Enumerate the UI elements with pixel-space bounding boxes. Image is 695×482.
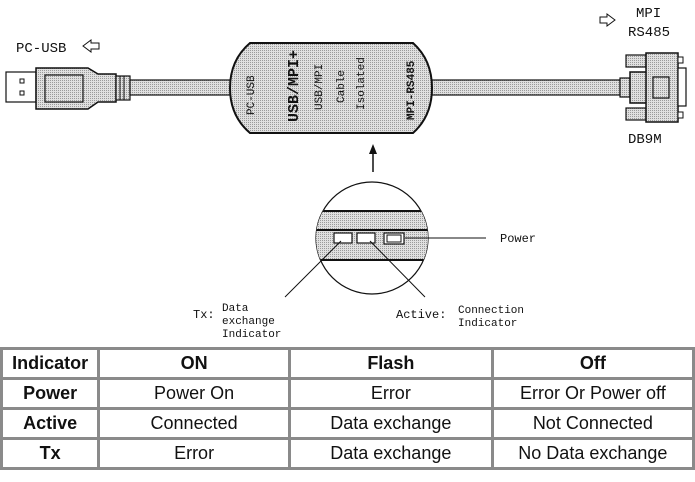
cell-flash: Data exchange	[287, 407, 494, 440]
table-row: Power Power On Error Error Or Power off	[0, 377, 695, 410]
power-led	[383, 232, 405, 245]
power-callout: Power	[500, 232, 536, 246]
header-flash: Flash	[287, 347, 494, 380]
body-pc-usb-text: PC-USB	[246, 75, 258, 115]
cell-off: Error Or Power off	[490, 377, 695, 410]
adapter-body	[228, 42, 434, 134]
cell-on: Connected	[97, 407, 291, 440]
table-row: Active Connected Data exchange Not Conne…	[0, 407, 695, 440]
cell-flash: Data exchange	[287, 437, 494, 470]
left-arrow-icon	[82, 39, 100, 53]
cable-right	[429, 79, 621, 96]
active-line2: Indicator	[458, 318, 517, 330]
active-key: Active:	[396, 308, 446, 322]
body-sub2-text: Cable	[336, 70, 348, 103]
db9-connector	[619, 52, 687, 123]
row-label: Tx	[0, 437, 101, 470]
table-row: Tx Error Data exchange No Data exchange	[0, 437, 695, 470]
body-mpi-rs485-text: MPI-RS485	[406, 60, 418, 120]
row-label: Active	[0, 407, 101, 440]
tx-key: Tx:	[193, 308, 215, 322]
tx-led	[333, 232, 353, 244]
header-off: Off	[490, 347, 695, 380]
usb-mpi-cable-diagram: PC-USB PC-USB USB/MPI+ USB/MPI Cable Iso…	[5, 6, 687, 341]
tx-line2: exchange	[222, 316, 275, 328]
cell-on: Error	[97, 437, 291, 470]
cell-flash: Error	[287, 377, 494, 410]
cell-on: Power On	[97, 377, 291, 410]
active-line1: Connection	[458, 305, 524, 317]
body-sub3-text: Isolated	[356, 57, 368, 110]
tx-line3: Indicator	[222, 329, 281, 341]
rs485-label: RS485	[628, 25, 670, 41]
row-label: Power	[0, 377, 101, 410]
cell-off: Not Connected	[490, 407, 695, 440]
mpi-label: MPI	[636, 6, 661, 22]
cable-left	[129, 79, 234, 96]
header-indicator: Indicator	[0, 347, 101, 380]
usb-connector	[5, 67, 131, 110]
db9m-label: DB9M	[628, 132, 662, 148]
body-title-text: USB/MPI+	[286, 50, 303, 122]
right-arrow-icon	[599, 13, 616, 27]
header-on: ON	[97, 347, 291, 380]
tx-line1: Data	[222, 303, 249, 315]
body-sub1-text: USB/MPI	[314, 64, 326, 110]
indicator-status-table: Indicator ON Flash Off Power Power On Er…	[0, 347, 695, 470]
active-led	[356, 232, 376, 244]
pc-usb-label: PC-USB	[16, 41, 66, 57]
cell-off: No Data exchange	[490, 437, 695, 470]
table-header-row: Indicator ON Flash Off	[0, 347, 695, 380]
